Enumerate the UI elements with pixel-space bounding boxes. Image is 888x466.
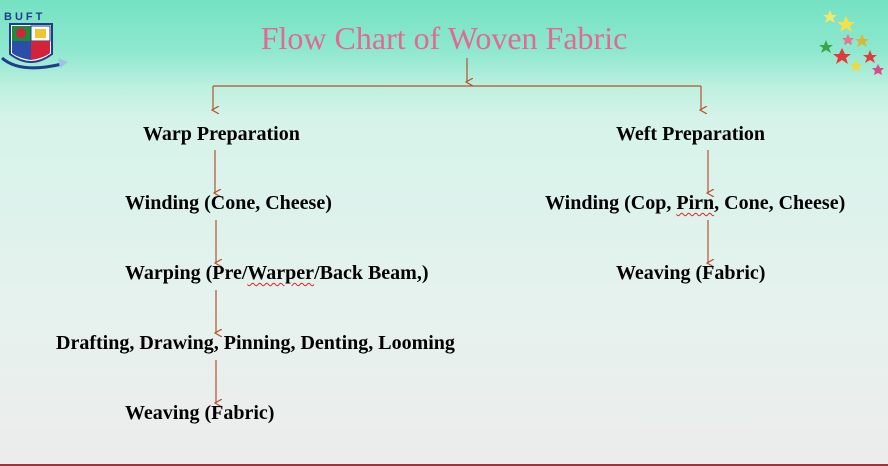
warping-prefix: Warping (Pre/ bbox=[125, 262, 248, 284]
weft-winding-prefix: Winding (Cop, bbox=[545, 192, 677, 214]
warp-drafting: Drafting, Drawing, Pinning, Denting, Loo… bbox=[56, 332, 455, 354]
warping-suffix: /Back Beam,) bbox=[314, 262, 429, 284]
stars-decoration bbox=[819, 10, 884, 75]
page-title: Flow Chart of Woven Fabric bbox=[260, 20, 628, 56]
weft-preparation: Weft Preparation bbox=[616, 123, 766, 145]
warp-preparation: Warp Preparation bbox=[143, 123, 300, 145]
warp-winding: Winding (Cone, Cheese) bbox=[125, 192, 332, 214]
buft-logo: BUFT bbox=[1, 11, 68, 70]
warp-warping: Warping (Pre/Warper/Back Beam,) bbox=[125, 262, 429, 285]
logo-text: BUFT bbox=[4, 11, 45, 23]
weft-winding: Winding (Cop, Pirn, Cone, Cheese) bbox=[545, 192, 845, 215]
warp-weaving: Weaving (Fabric) bbox=[125, 402, 275, 424]
weft-weaving: Weaving (Fabric) bbox=[616, 262, 766, 284]
weft-winding-mid: Pirn bbox=[676, 192, 715, 214]
weft-winding-suffix: , Cone, Cheese) bbox=[714, 192, 846, 214]
header-band bbox=[0, 0, 888, 84]
warping-mid: Warper bbox=[247, 262, 315, 284]
